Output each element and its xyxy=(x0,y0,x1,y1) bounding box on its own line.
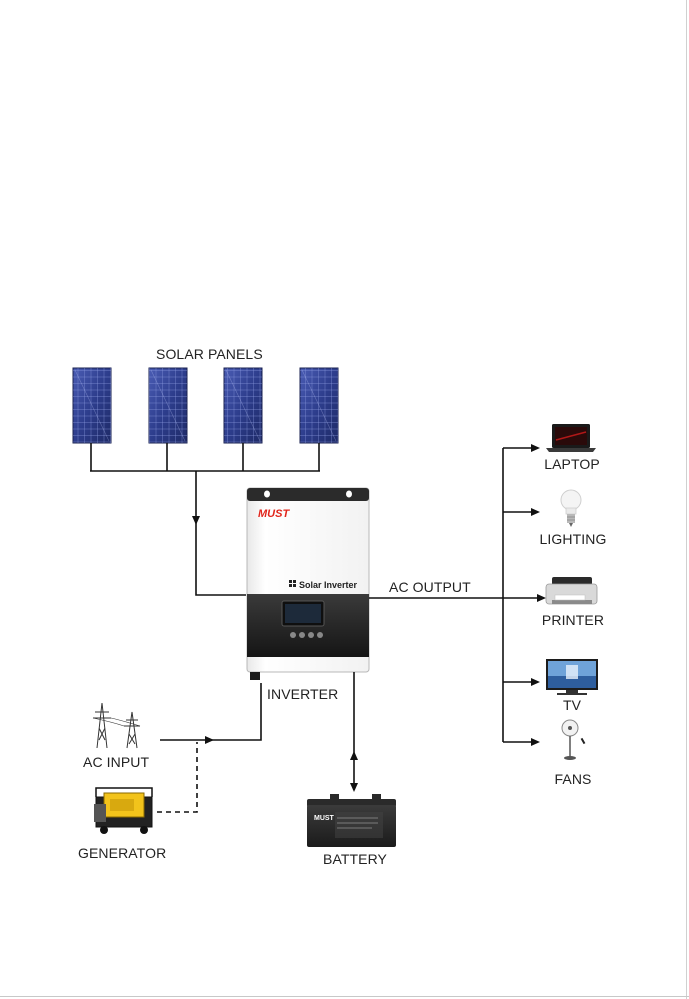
panel-wiring xyxy=(90,443,320,596)
battery-brand-logo: MUST xyxy=(314,815,335,822)
solar-panel-3 xyxy=(223,367,263,444)
inverter-label: INVERTER xyxy=(267,686,339,702)
page-edge-right xyxy=(686,0,687,999)
fan-icon xyxy=(561,719,586,760)
laptop-icon xyxy=(546,424,596,452)
ac-input-arrow xyxy=(205,736,214,744)
ac-output-arrowheads xyxy=(531,444,546,746)
load-label-tv: TV xyxy=(562,697,582,713)
power-tower-icon xyxy=(92,702,141,749)
battery-label: BATTERY xyxy=(323,851,387,867)
generator-wiring xyxy=(157,742,198,813)
ac-output-label: AC OUTPUT xyxy=(389,579,471,595)
solar-panel-4 xyxy=(299,367,339,444)
ac-output-wiring xyxy=(369,447,538,743)
generator-label: GENERATOR xyxy=(78,845,167,861)
printer-icon xyxy=(545,577,598,605)
ac-input-label: AC INPUT xyxy=(83,754,150,770)
load-label-lighting: LIGHTING xyxy=(539,531,607,547)
ac-input-wiring xyxy=(160,683,262,741)
solar-panel-1 xyxy=(72,367,112,444)
battery-down-arrow xyxy=(350,783,358,792)
tv-icon xyxy=(546,659,598,695)
load-label-laptop: LAPTOP xyxy=(544,456,600,472)
load-label-printer: PRINTER xyxy=(541,612,605,628)
inverter-device xyxy=(246,487,370,680)
page-edge-bottom xyxy=(0,996,689,997)
solar-panel-2 xyxy=(148,367,188,444)
inverter-model-text: Solar Inverter xyxy=(299,580,358,590)
load-label-fans: FANS xyxy=(554,771,592,787)
battery-up-arrow xyxy=(350,751,358,760)
light-bulb-icon xyxy=(560,489,582,527)
battery-device xyxy=(307,794,396,847)
solar-panels-label: SOLAR PANELS xyxy=(156,346,263,362)
generator-icon xyxy=(94,787,153,834)
inverter-brand-logo: MUST xyxy=(258,508,290,520)
inverter-grid-icon xyxy=(289,580,296,587)
solar-down-arrow xyxy=(192,516,200,525)
